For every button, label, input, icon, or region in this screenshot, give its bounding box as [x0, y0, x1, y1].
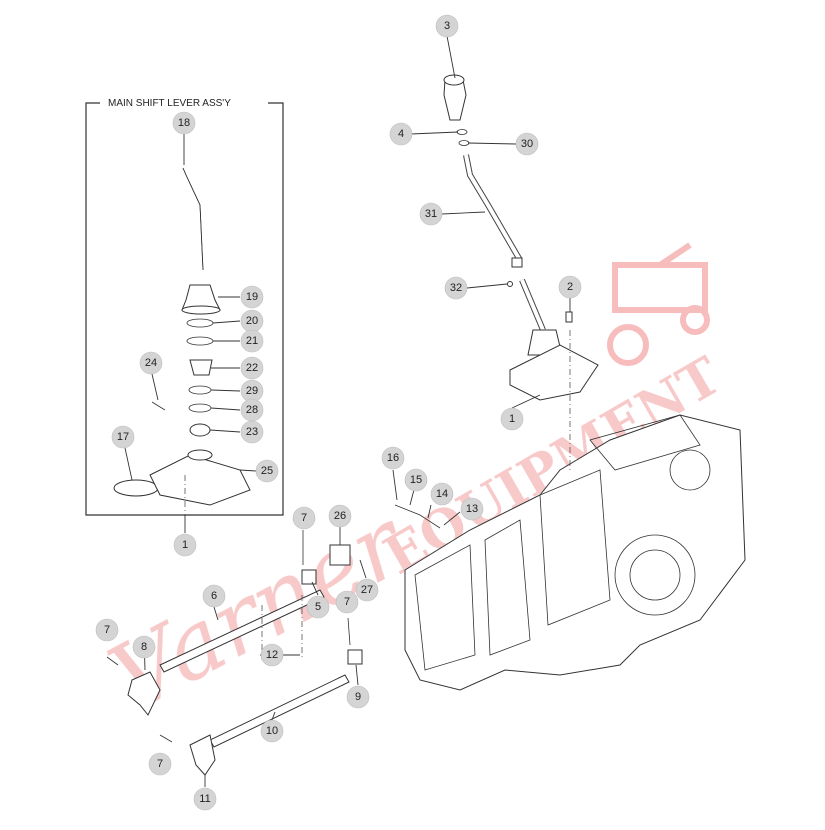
svg-text:22: 22: [246, 362, 258, 374]
callout-2[interactable]: 2: [558, 275, 582, 299]
callout-20[interactable]: 20: [240, 309, 264, 333]
callout-32[interactable]: 32: [444, 276, 468, 300]
callout-13[interactable]: 13: [460, 497, 484, 521]
svg-text:7: 7: [157, 758, 163, 770]
callout-21[interactable]: 21: [240, 329, 264, 353]
svg-text:23: 23: [246, 426, 258, 438]
callout-11[interactable]: 11: [193, 787, 217, 811]
svg-text:5: 5: [315, 601, 321, 613]
svg-text:27: 27: [361, 584, 373, 596]
callout-12[interactable]: 12: [260, 643, 284, 667]
shift-rods: [106, 504, 441, 776]
callout-24[interactable]: 24: [139, 351, 163, 375]
callout-3[interactable]: 3: [435, 14, 459, 38]
callout-1-inset[interactable]: 1: [173, 533, 197, 557]
svg-text:1: 1: [509, 413, 515, 425]
callout-30[interactable]: 30: [515, 132, 539, 156]
svg-text:25: 25: [261, 465, 273, 477]
callout-25[interactable]: 25: [255, 459, 279, 483]
svg-text:1: 1: [182, 539, 188, 551]
callout-26[interactable]: 26: [328, 504, 352, 528]
svg-text:29: 29: [246, 385, 258, 397]
svg-text:9: 9: [355, 691, 361, 703]
svg-text:24: 24: [145, 357, 157, 369]
svg-text:8: 8: [141, 641, 147, 653]
svg-text:31: 31: [425, 208, 437, 220]
svg-text:30: 30: [521, 138, 533, 150]
svg-text:3: 3: [444, 20, 450, 32]
svg-text:7: 7: [104, 624, 110, 636]
svg-text:7: 7: [344, 596, 350, 608]
callout-17[interactable]: 17: [111, 425, 135, 449]
callout-10[interactable]: 10: [260, 719, 284, 743]
upper-lever-parts: [443, 74, 599, 401]
svg-text:32: 32: [450, 282, 462, 294]
svg-text:6: 6: [211, 590, 217, 602]
callout-23[interactable]: 23: [240, 420, 264, 444]
svg-text:7: 7: [301, 512, 307, 524]
callout-7-d[interactable]: 7: [148, 752, 172, 776]
svg-text:15: 15: [410, 474, 422, 486]
svg-text:4: 4: [398, 128, 404, 140]
callouts: 3 4 30 31 32 2 1 18 19 20 21 22 24 29 28…: [95, 14, 582, 811]
callout-4[interactable]: 4: [389, 122, 413, 146]
callout-7-a[interactable]: 7: [292, 506, 316, 530]
callout-31[interactable]: 31: [419, 202, 443, 226]
inset-parts: [113, 167, 251, 506]
callout-15[interactable]: 15: [404, 468, 428, 492]
callout-18[interactable]: 18: [172, 111, 196, 135]
callout-22[interactable]: 22: [240, 356, 264, 380]
callout-5[interactable]: 5: [306, 595, 330, 619]
callout-14[interactable]: 14: [430, 482, 454, 506]
transmission-case: [404, 414, 746, 691]
callout-27[interactable]: 27: [355, 578, 379, 602]
svg-text:18: 18: [178, 117, 190, 129]
svg-text:14: 14: [436, 488, 448, 500]
callout-28[interactable]: 28: [240, 398, 264, 422]
callout-19[interactable]: 19: [240, 285, 264, 309]
svg-text:11: 11: [199, 793, 210, 805]
callout-7-b[interactable]: 7: [335, 590, 359, 614]
svg-text:28: 28: [246, 404, 258, 416]
inset-title: MAIN SHIFT LEVER ASS'Y: [108, 98, 231, 109]
callout-7-c[interactable]: 7: [95, 618, 119, 642]
callout-6[interactable]: 6: [202, 584, 226, 608]
svg-text:2: 2: [567, 281, 573, 293]
svg-text:20: 20: [246, 315, 258, 327]
callout-29[interactable]: 29: [240, 379, 264, 403]
callout-8[interactable]: 8: [132, 635, 156, 659]
svg-text:26: 26: [334, 510, 346, 522]
svg-text:17: 17: [117, 431, 129, 443]
svg-text:10: 10: [266, 725, 278, 737]
inset-main-shift-lever: MAIN SHIFT LEVER ASS'Y: [85, 98, 284, 516]
svg-text:16: 16: [387, 452, 399, 464]
svg-text:13: 13: [466, 503, 478, 515]
callout-16[interactable]: 16: [381, 446, 405, 470]
assembly-centerlines: [184, 330, 571, 660]
svg-text:19: 19: [246, 291, 258, 303]
callout-1-upper[interactable]: 1: [500, 407, 524, 431]
svg-text:21: 21: [246, 335, 258, 347]
tractor-logo: [607, 242, 710, 366]
svg-text:12: 12: [266, 649, 278, 661]
callout-9[interactable]: 9: [346, 685, 370, 709]
